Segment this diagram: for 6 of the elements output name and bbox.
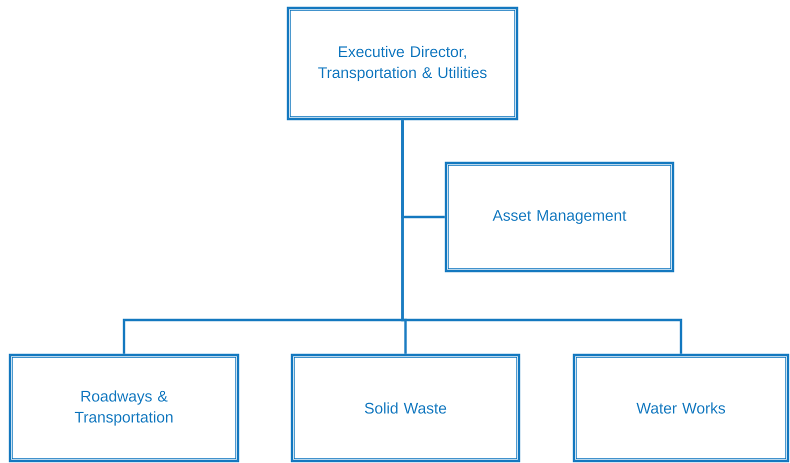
org-box: Water Works (572, 354, 790, 462)
org-box: Executive Director, Transportation & Utilities (286, 6, 518, 120)
connector-line (401, 120, 682, 354)
org-box: Asset Management (444, 162, 674, 272)
org-box: Solid Waste (290, 354, 520, 462)
org-box: Roadways & Transportation (8, 354, 240, 462)
